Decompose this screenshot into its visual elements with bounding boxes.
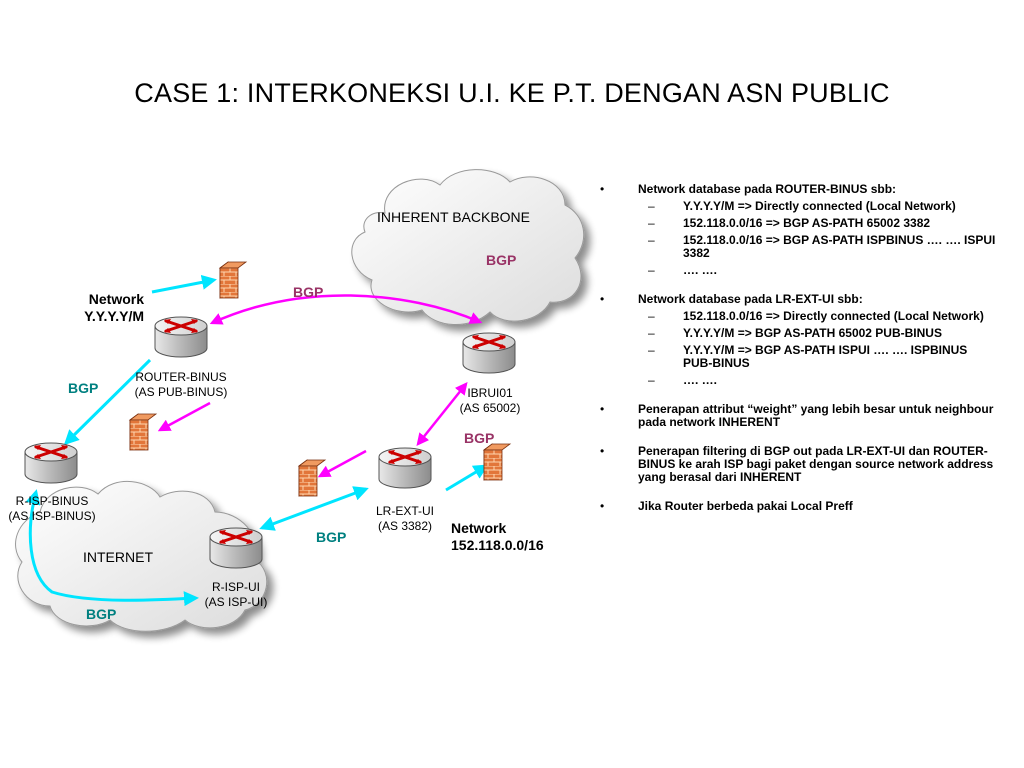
network-ui-label: Network 152.118.0.0/16 [451, 520, 544, 554]
router-icon [461, 331, 517, 375]
note-item: • Network database pada LR-EXT-UI sbb: –… [598, 293, 998, 387]
note-item: • Penerapan attribut “weight” yang lebih… [600, 402, 994, 429]
router-icon [23, 441, 79, 485]
note-item: • Jika Router berbeda pakai Local Preff [600, 499, 853, 513]
note-subitem: –152.118.0.0/16 => BGP AS-PATH ISPBINUS … [648, 233, 996, 260]
note-subitem: –Y.Y.Y.Y/M => Directly connected (Local … [648, 199, 956, 213]
firewall-icon [219, 261, 247, 299]
link-network-binus [151, 274, 217, 294]
inherent-backbone-cloud [351, 169, 585, 325]
router-name: IBRUI01 [467, 386, 513, 400]
note-subitem: –…. …. [648, 263, 718, 277]
router-name: R-ISP-UI [212, 580, 260, 594]
note-item: • Network database pada ROUTER-BINUS sbb… [598, 183, 998, 277]
subitem-text: …. …. [683, 263, 718, 277]
bgp-label-binus-ispbinus: BGP [68, 380, 99, 396]
link-lrext-firewall [317, 449, 367, 478]
bgp-label-ibrui-lrext: BGP [464, 430, 495, 446]
router-name: ROUTER-BINUS [135, 370, 227, 384]
note-subitem: –152.118.0.0/16 => BGP AS-PATH 65002 338… [648, 216, 931, 230]
router-binus-label: ROUTER-BINUS (AS PUB-BINUS) [120, 370, 242, 400]
subitem-text: 152.118.0.0/16 => BGP AS-PATH ISPBINUS …… [683, 233, 996, 260]
firewall-icon [483, 443, 511, 481]
r-isp-binus-label: R-ISP-BINUS (AS ISP-BINUS) [0, 494, 104, 524]
note-sublist: –Y.Y.Y.Y/M => Directly connected (Local … [638, 200, 998, 277]
note-text: Penerapan filtering di BGP out pada LR-E… [638, 444, 994, 484]
note-item: • Penerapan filtering di BGP out pada LR… [600, 444, 994, 484]
bgp-label-ispui-lrext: BGP [316, 529, 347, 545]
link-ispui-lrext [259, 486, 369, 531]
router-as: (AS PUB-BINUS) [134, 385, 228, 399]
subitem-text: 152.118.0.0/16 => Directly connected (Lo… [683, 309, 984, 323]
notes-panel: • Network database pada ROUTER-BINUS sbb… [598, 183, 998, 529]
router-icon [153, 315, 209, 359]
ibrui01-label: IBRUI01 (AS 65002) [440, 386, 540, 416]
link-ispbinus-ispui [25, 489, 199, 607]
link-network-ui [445, 464, 489, 492]
subitem-text: 152.118.0.0/16 => BGP AS-PATH 65002 3382 [683, 216, 931, 230]
note-text: Network database pada LR-EXT-UI sbb: [638, 292, 863, 306]
note-subitem: –…. …. [648, 373, 718, 387]
bgp-label-binus-ibrui: BGP [293, 284, 324, 300]
note-subitem: –Y.Y.Y.Y/M => BGP AS-PATH ISPUI …. …. IS… [648, 343, 968, 370]
network-line2: 152.118.0.0/16 [451, 537, 544, 553]
link-ibrui-lrext [416, 382, 468, 446]
subitem-text: …. …. [683, 373, 718, 387]
router-name: LR-EXT-UI [375, 504, 434, 518]
router-as: (AS 3382) [377, 519, 433, 533]
network-binus-label: Network Y.Y.Y.Y/M [62, 291, 144, 325]
firewall-icon [129, 413, 157, 451]
router-icon [208, 526, 264, 570]
router-name: R-ISP-BINUS [15, 494, 89, 508]
lr-ext-ui-label: LR-EXT-UI (AS 3382) [355, 504, 455, 534]
subitem-text: Y.Y.Y.Y/M => BGP AS-PATH ISPUI …. …. ISP… [683, 343, 968, 370]
router-icon [377, 446, 433, 490]
note-subitem: –152.118.0.0/16 => Directly connected (L… [648, 309, 984, 323]
router-as: (AS 65002) [459, 401, 521, 415]
subitem-text: Y.Y.Y.Y/M => Directly connected (Local N… [683, 199, 956, 213]
slide-title: CASE 1: INTERKONEKSI U.I. KE P.T. DENGAN… [134, 78, 890, 108]
router-as: (AS ISP-BINUS) [8, 509, 96, 523]
notes-list: • Network database pada ROUTER-BINUS sbb… [598, 183, 998, 513]
bgp-label-internet: BGP [86, 606, 117, 622]
note-text: Jika Router berbeda pakai Local Preff [638, 499, 853, 513]
note-sublist: –152.118.0.0/16 => Directly connected (L… [638, 310, 998, 387]
network-line1: Network [451, 520, 507, 536]
note-text: Penerapan attribut “weight” yang lebih b… [638, 402, 994, 429]
firewall-icon [298, 459, 326, 497]
network-line1: Network [88, 291, 144, 307]
subitem-text: Y.Y.Y.Y/M => BGP AS-PATH 65002 PUB-BINUS [683, 326, 942, 340]
bgp-label-backbone: BGP [486, 252, 517, 268]
backbone-cloud-label: INHERENT BACKBONE [377, 209, 530, 225]
r-isp-ui-label: R-ISP-UI (AS ISP-UI) [186, 580, 286, 610]
network-line2: Y.Y.Y.Y/M [84, 308, 144, 324]
note-subitem: –Y.Y.Y.Y/M => BGP AS-PATH 65002 PUB-BINU… [648, 326, 942, 340]
internet-cloud-label: INTERNET [83, 549, 153, 565]
link-binus-ibrui [209, 294, 483, 325]
note-text: Network database pada ROUTER-BINUS sbb: [638, 182, 897, 196]
link-binus-ispbinus [63, 358, 152, 446]
router-as: (AS ISP-UI) [204, 595, 268, 609]
link-binus-firewall [157, 401, 211, 432]
